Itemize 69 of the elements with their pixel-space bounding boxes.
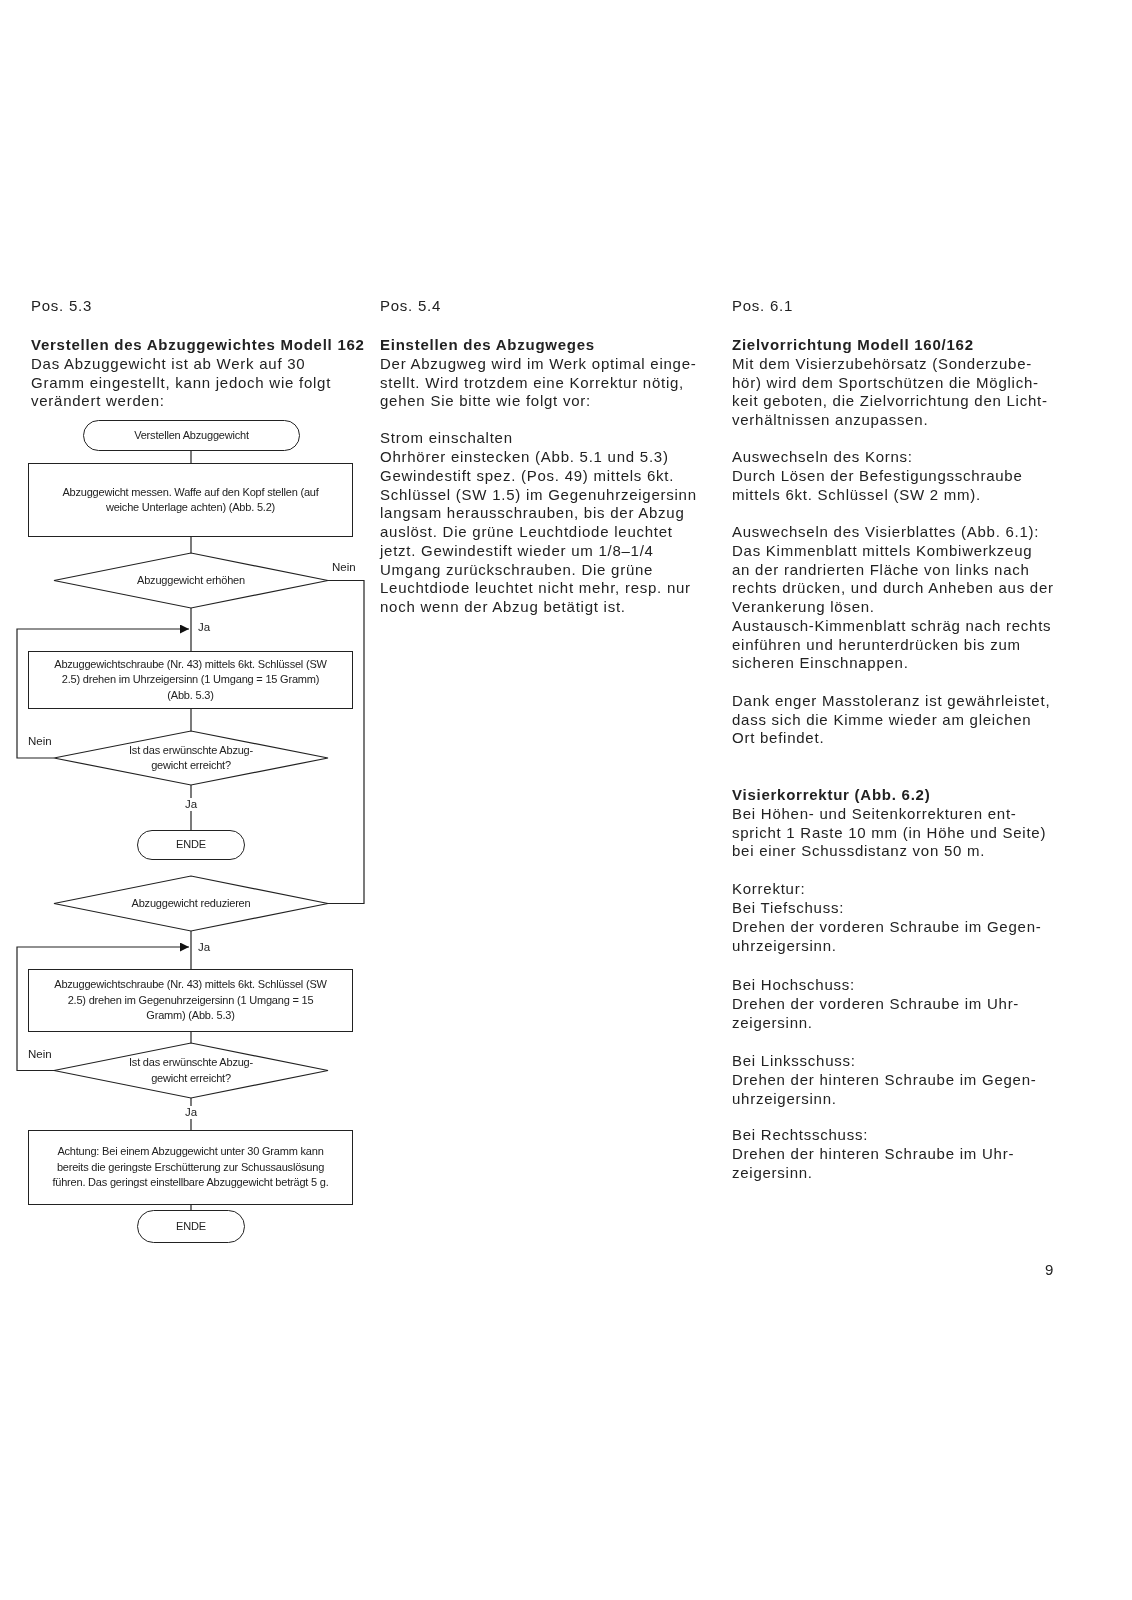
section-number: Pos. 5.4	[380, 297, 442, 316]
paragraph: Das Kimmenblatt mittels Kombiwerkzeug an der randrierten Fläche von links nach rechts drücken, und durch Anheben aus der Verankerung lösen.	[732, 542, 1054, 617]
paragraph: Auswechseln des Visierblattes (Abb. 6.1):	[732, 523, 1041, 542]
arrow	[16, 942, 190, 1072]
heading: Zielvorrichtung Modell 160/162	[732, 336, 975, 355]
connector-line	[190, 536, 192, 554]
paragraph: Bei Hochschuss:	[732, 976, 856, 995]
node-text: ENDE	[176, 1218, 206, 1234]
terminal-shape	[137, 830, 245, 860]
connector-line	[190, 930, 192, 970]
paragraph: Das Abzuggewicht ist ab Werk auf 30 Gramm eingestellt, kann jedoch wie folgt verändert werden:	[31, 355, 333, 412]
paragraph: Gewindestift spez. (Pos. 49) mittels 6kt. Schlüssel (SW 1.5) im Gegenuhrzeigersinn langsam herausschrauben, bis der Abzug auslöst. Die grüne Leuchtdiode leuchtet jetzt. Gewindestift wieder um 1/8–1/4 Umgang zurückschrauben. Die grüne Leuchtdiode leuchtet nicht mehr, resp. nur noch wenn der Abzug betätigt ist.	[380, 467, 698, 617]
node-text: Abzuggewicht reduzieren	[130, 895, 252, 911]
node-text: Verstellen Abzuggewicht	[134, 427, 249, 443]
process-box	[28, 651, 353, 709]
paragraph: Strom einschalten	[380, 429, 514, 448]
edge-label: Nein	[331, 561, 357, 574]
connector-line	[190, 607, 192, 652]
heading: Verstellen des Abzuggewichtes Modell 162	[31, 336, 366, 355]
paragraph: Dank enger Masstoleranz ist gewährleistet, dass sich die Kimme wieder am gleichen Ort befindet.	[732, 692, 1052, 749]
edge-label: Ja	[183, 1106, 199, 1119]
heading: Einstellen des Abzugweges	[380, 336, 596, 355]
edge-label: Nein	[27, 735, 53, 748]
paragraph: Bei Rechtsschuss:	[732, 1126, 870, 1145]
paragraph: Bei Höhen- und Seitenkorrekturen ent- spricht 1 Raste 10 mm (in Höhe und Seite) bei einer Schussdistanz von 50 m.	[732, 805, 1048, 862]
paragraph: Drehen der vorderen Schraube im Uhr- zeigersinn.	[732, 995, 1021, 1033]
paragraph: Drehen der vorderen Schraube im Gegen- uhrzeigersinn.	[732, 918, 1043, 956]
terminal-shape	[137, 1210, 245, 1243]
process-box	[28, 969, 353, 1032]
edge-label: Ja	[197, 941, 212, 954]
paragraph: Bei Linksschuss:	[732, 1052, 857, 1071]
edge-label: Ja	[197, 621, 212, 634]
paragraph: Durch Lösen der Befestigungsschraube mittels 6kt. Schlüssel (SW 2 mm).	[732, 467, 1024, 505]
decision-diamond	[54, 876, 328, 931]
node-text: Ist das erwünschte Abzug- gewicht erreicht?	[128, 742, 254, 773]
node-text: Ist das erwünschte Abzug- gewicht erreicht?	[128, 1055, 254, 1086]
node-text: Abzuggewichtschraube (Nr. 43) mittels 6kt. Schlüssel (SW 2.5) drehen im Gegenuhrzeigersinn (1 Umgang = 15 Gramm) (Abb. 5.3)	[53, 977, 328, 1024]
edge-label: Nein	[27, 1048, 53, 1061]
paragraph: Korrektur:	[732, 880, 807, 899]
node-text: ENDE	[176, 837, 206, 853]
paragraph: Ohrhörer einstecken (Abb. 5.1 und 5.3)	[380, 448, 670, 467]
decision-diamond	[54, 1043, 328, 1098]
process-box	[28, 1130, 353, 1205]
paragraph: Mit dem Visierzubehörsatz (Sonderzube- hör) wird dem Sportschützen die Möglich- keit geboten, die Zielvorrichtung den Licht- verhältnissen anzupassen.	[732, 355, 1049, 430]
connector-line	[190, 450, 192, 464]
paragraph: Drehen der hinteren Schraube im Gegen- uhrzeigersinn.	[732, 1071, 1038, 1109]
paragraph: Drehen der hinteren Schraube im Uhr- zeigersinn.	[732, 1145, 1016, 1183]
node-text: Abzuggewicht erhöhen	[136, 572, 246, 588]
connector-line	[190, 1031, 192, 1044]
connector-line	[190, 1204, 192, 1211]
node-text: Abzuggewichtschraube (Nr. 43) mittels 6kt. Schlüssel (SW 2.5) drehen im Uhrzeigersinn (1 Umgang = 15 Gramm) (Abb. 5.3)	[53, 656, 328, 703]
arrow	[16, 624, 190, 759]
paragraph: Austausch-Kimmenblatt schräg nach rechts einführen und herunterdrücken bis zum sicheren Einschnappen.	[732, 617, 1053, 674]
connector-line	[190, 708, 192, 732]
section-number: Pos. 5.3	[31, 297, 93, 316]
page-number: 9	[1045, 1261, 1055, 1280]
heading: Visierkorrektur (Abb. 6.2)	[732, 786, 932, 805]
edge-label: Ja	[183, 798, 199, 811]
node-text: Abzuggewicht messen. Waffe auf den Kopf stellen (auf weiche Unterlage achten) (Abb. 5.2)	[61, 484, 320, 515]
connector-line	[327, 579, 365, 905]
process-box	[28, 463, 353, 537]
section-number: Pos. 6.1	[732, 297, 794, 316]
decision-diamond	[54, 731, 328, 785]
decision-diamond	[54, 553, 328, 608]
terminal-shape	[83, 420, 300, 451]
paragraph: Der Abzugweg wird im Werk optimal einge- stellt. Wird trotzdem eine Korrektur nötig, gehen Sie bitte wie folgt vor:	[380, 355, 698, 412]
paragraph: Bei Tiefschuss:	[732, 899, 846, 918]
node-text: Achtung: Bei einem Abzuggewicht unter 30 Gramm kann bereits die geringste Erschütterung zur Schussauslösung führen. Das geringst einstellbare Abzuggewicht beträgt 5 g.	[51, 1144, 330, 1191]
paragraph: Auswechseln des Korns:	[732, 448, 914, 467]
